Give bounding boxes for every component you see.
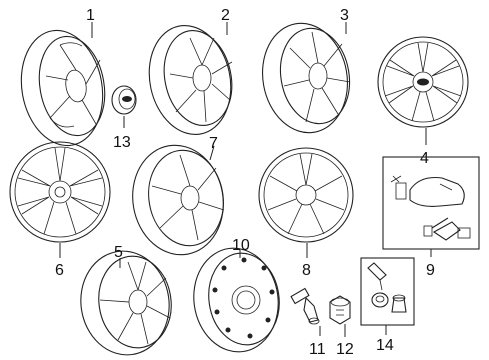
callout-9: 9 <box>426 262 435 279</box>
callout-7: 7 <box>209 135 218 152</box>
lug-nut-12 <box>329 295 351 325</box>
callout-6: 6 <box>55 262 64 279</box>
wheel-2 <box>148 25 233 135</box>
wheel-1 <box>20 29 106 147</box>
callout-11: 11 <box>309 341 326 358</box>
wheel-4 <box>377 36 469 128</box>
center-cap-13 <box>111 85 137 115</box>
wheel-5 <box>80 250 172 356</box>
callout-5: 5 <box>114 244 123 261</box>
callout-2: 2 <box>221 7 230 24</box>
wheel-6 <box>9 141 111 243</box>
callout-1: 1 <box>86 7 95 24</box>
lock-nut-kit-14 <box>360 257 415 326</box>
callout-14: 14 <box>376 337 394 354</box>
wheel-7 <box>132 144 225 256</box>
callout-10: 10 <box>232 237 250 254</box>
callout-13: 13 <box>113 134 131 151</box>
callout-4: 4 <box>420 150 429 167</box>
tpms-sensor-9 <box>382 156 480 250</box>
wheel-8 <box>258 147 354 243</box>
callout-12: 12 <box>336 341 354 358</box>
callout-3: 3 <box>340 7 349 24</box>
spare-wheel-10 <box>193 247 280 353</box>
callout-8: 8 <box>302 262 311 279</box>
wheel-3 <box>261 22 351 134</box>
valve-stem-11 <box>290 287 320 325</box>
